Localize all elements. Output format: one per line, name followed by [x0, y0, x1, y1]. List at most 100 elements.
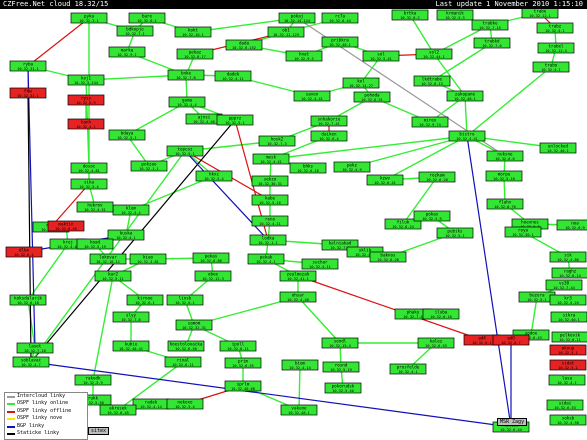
node-box[interactable] — [249, 234, 287, 246]
node-box[interactable] — [89, 253, 127, 265]
node-box[interactable] — [247, 253, 285, 265]
node-box[interactable] — [353, 91, 391, 103]
node-box[interactable] — [116, 25, 154, 37]
node-box[interactable] — [176, 48, 214, 60]
node-box[interactable] — [216, 114, 254, 126]
node-box[interactable] — [322, 361, 360, 373]
node-box[interactable] — [293, 90, 331, 102]
node-box[interactable] — [280, 404, 318, 416]
node-box[interactable] — [94, 270, 132, 282]
node-box[interactable] — [415, 48, 453, 60]
node-box[interactable] — [70, 178, 108, 190]
node-box[interactable] — [545, 279, 583, 291]
node-box[interactable] — [164, 356, 202, 368]
node-box[interactable] — [549, 359, 587, 371]
node-box[interactable] — [12, 356, 50, 368]
node-box[interactable] — [9, 60, 47, 72]
node-box[interactable] — [391, 9, 429, 21]
node-box[interactable] — [9, 87, 47, 99]
node-box[interactable] — [436, 227, 474, 239]
node-box[interactable] — [550, 311, 587, 323]
node-box[interactable] — [492, 334, 530, 346]
node-box[interactable] — [281, 359, 319, 371]
node-box[interactable] — [389, 363, 427, 375]
node-box[interactable] — [324, 382, 362, 394]
node-box[interactable] — [321, 12, 359, 24]
node-box[interactable] — [112, 340, 150, 352]
node-box[interactable] — [168, 96, 206, 108]
node-box[interactable] — [166, 294, 204, 306]
node-box[interactable] — [333, 161, 371, 173]
node-box[interactable] — [166, 398, 204, 410]
node-box[interactable] — [446, 90, 484, 102]
node-box[interactable] — [108, 129, 146, 141]
node-box[interactable] — [219, 340, 257, 352]
node-box[interactable] — [417, 337, 455, 349]
node-box[interactable] — [384, 218, 422, 230]
node-box[interactable] — [321, 337, 359, 349]
sitex-marker[interactable]: sitex — [88, 427, 110, 435]
node-box[interactable] — [486, 198, 524, 210]
node-box[interactable] — [251, 175, 289, 187]
node-box[interactable] — [549, 251, 587, 263]
node-box[interactable] — [418, 171, 456, 183]
node-box[interactable] — [546, 399, 584, 411]
node-box[interactable] — [536, 22, 574, 34]
node-box[interactable] — [301, 258, 339, 270]
node-box[interactable] — [413, 75, 451, 87]
node-box[interactable] — [174, 26, 212, 38]
node-box[interactable] — [366, 174, 404, 186]
node-box[interactable] — [225, 39, 263, 51]
